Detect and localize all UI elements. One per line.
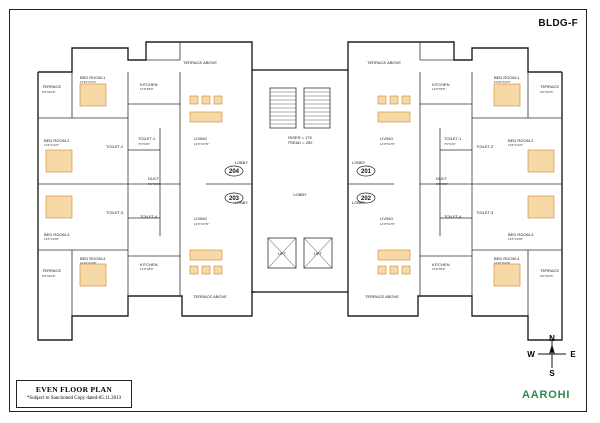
dim-bedroom4-left: 11'10"X10'6" [80,261,97,265]
building-label: BLDG-F [538,18,578,29]
left-partitions [38,42,252,316]
label-lift-left: LIFT [278,251,287,256]
label-tread: TREAD = 250 [288,140,314,145]
dim-kitchen-bottom-left: 12'0"X8'0" [140,267,154,271]
label-kitchen-bottom-left: KITCHEN [140,262,158,267]
label-living-203: LIVING [194,216,207,221]
label-toilet1-left: TOILET-1 [138,136,156,141]
building-outline [37,41,563,341]
unit-204: 204 [229,169,240,175]
core [267,87,333,269]
dim-bedroom4-right: 11'10"X10'6" [494,261,511,265]
compass-e: E [570,350,576,359]
dim-toilet1-left: 7'0"X4'6" [138,142,150,146]
label-bedroom4-right: BED ROOM-4 [494,256,520,261]
label-toilet2-left: TOILET-2 [106,144,124,149]
page-border [9,9,587,412]
label-lobby-204: LOBBY [235,160,249,165]
label-bedroom3-right: BED ROOM-3 [508,232,534,237]
plan-title: EVEN FLOOR PLAN [35,385,113,394]
label-toilet3-left: TOILET-3 [106,210,124,215]
plan-title-box: EVEN FLOOR PLAN *Subject to Sanctioned C… [16,380,132,408]
label-lift-right: LIFT [314,251,323,256]
dim-kitchen-bottom-right: 12'0"X8'0" [432,267,446,271]
label-terrace-above-sw: TERRACE ABOVE [193,294,227,299]
label-living-204: LIVING [194,136,207,141]
label-terrace-ne: TERRACE [540,84,559,89]
label-terrace-nw: TERRACE [42,84,61,89]
label-terrace-above-nw: TERRACE ABOVE [183,60,217,65]
dim-bedroom3-right: 11'6"X13'0" [508,237,523,241]
dim-living-202: 12'0"X17'0" [380,222,395,226]
dim-duct-left: 3'6"X3'6" [148,182,160,186]
label-bedroom2-left: BED ROOM-2 [44,138,70,143]
unit-201: 201 [361,169,372,175]
right-partitions [348,42,562,316]
label-toilet4-right: TOILET-4 [444,214,462,219]
dim-terrace-se: 6'0"X10'6" [540,274,554,278]
label-riser: RISER = 175 [288,135,312,140]
label-duct-left: DUCT [148,176,160,181]
dim-kitchen-top-left: 12'0"X8'0" [140,87,154,91]
compass-s: S [549,369,555,378]
core-labels: RISER = 175 TREAD = 250 LOBBY LIFT LIFT [278,135,323,256]
compass: N S W E [527,334,576,378]
compass-w: W [527,350,535,359]
dim-terrace-nw: 6'0"X10'6" [42,90,56,94]
dim-terrace-sw: 6'0"X10'6" [42,274,56,278]
dim-living-204: 12'0"X17'0" [194,142,209,146]
dim-bedroom1-left: 11'10"X11'0" [80,80,97,84]
dim-bedroom1-right: 11'10"X11'0" [494,80,511,84]
left-room-labels: TERRACE 6'0"X10'6" BED ROOM-1 11'10"X11'… [42,60,248,299]
label-terrace-above-ne: TERRACE ABOVE [367,60,401,65]
label-bedroom3-left: BED ROOM-3 [44,232,70,237]
label-toilet1-right: TOILET-1 [444,136,462,141]
unit-203: 203 [229,196,240,202]
unit-markers: 204 201 203 202 [224,165,376,204]
dim-bedroom3-left: 11'6"X13'0" [44,237,59,241]
furniture [45,83,555,287]
label-lobby-203: LOBBY [235,200,249,205]
dim-kitchen-top-right: 12'0"X8'0" [432,87,446,91]
label-kitchen-top-left: KITCHEN [140,82,158,87]
right-room-labels: TERRACE 6'0"X10'6" BED ROOM-1 11'10"X11'… [352,60,559,299]
label-toilet4-left: TOILET-4 [140,214,158,219]
label-duct-right: DUCT [436,176,448,181]
label-bedroom4-left: BED ROOM-4 [80,256,106,261]
dim-living-203: 12'0"X17'0" [194,222,209,226]
plan-note: *Subject to Sanctioned Copy dated-05.11.… [26,396,122,401]
label-lobby-core: LOBBY [293,192,307,197]
label-terrace-sw: TERRACE [42,268,61,273]
compass-n: N [549,334,555,343]
label-bedroom2-right: BED ROOM-2 [508,138,534,143]
label-kitchen-top-right: KITCHEN [432,82,450,87]
label-terrace-above-se: TERRACE ABOVE [365,294,399,299]
label-lobby-202: LOBBY [352,200,366,205]
label-terrace-se: TERRACE [540,268,559,273]
unit-202: 202 [361,196,372,202]
label-toilet2-right: TOILET-2 [476,144,494,149]
label-lobby-201: LOBBY [352,160,366,165]
dim-bedroom2-left: 11'6"X12'0" [44,143,59,147]
dim-bedroom2-right: 11'6"X12'0" [508,143,523,147]
label-bedroom1-left: BED ROOM-1 [80,75,106,80]
dim-toilet1-right: 7'0"X4'6" [444,142,456,146]
dim-living-201: 12'0"X17'0" [380,142,395,146]
label-bedroom1-right: BED ROOM-1 [494,75,520,80]
dim-terrace-ne: 6'0"X10'6" [540,90,554,94]
label-living-202: LIVING [380,216,393,221]
brand-logo: AAROHI [522,389,571,401]
label-toilet3-right: TOILET-3 [476,210,494,215]
label-kitchen-bottom-right: KITCHEN [432,262,450,267]
dim-duct-right: 3'6"X3'6" [436,182,448,186]
label-living-201: LIVING [380,136,393,141]
